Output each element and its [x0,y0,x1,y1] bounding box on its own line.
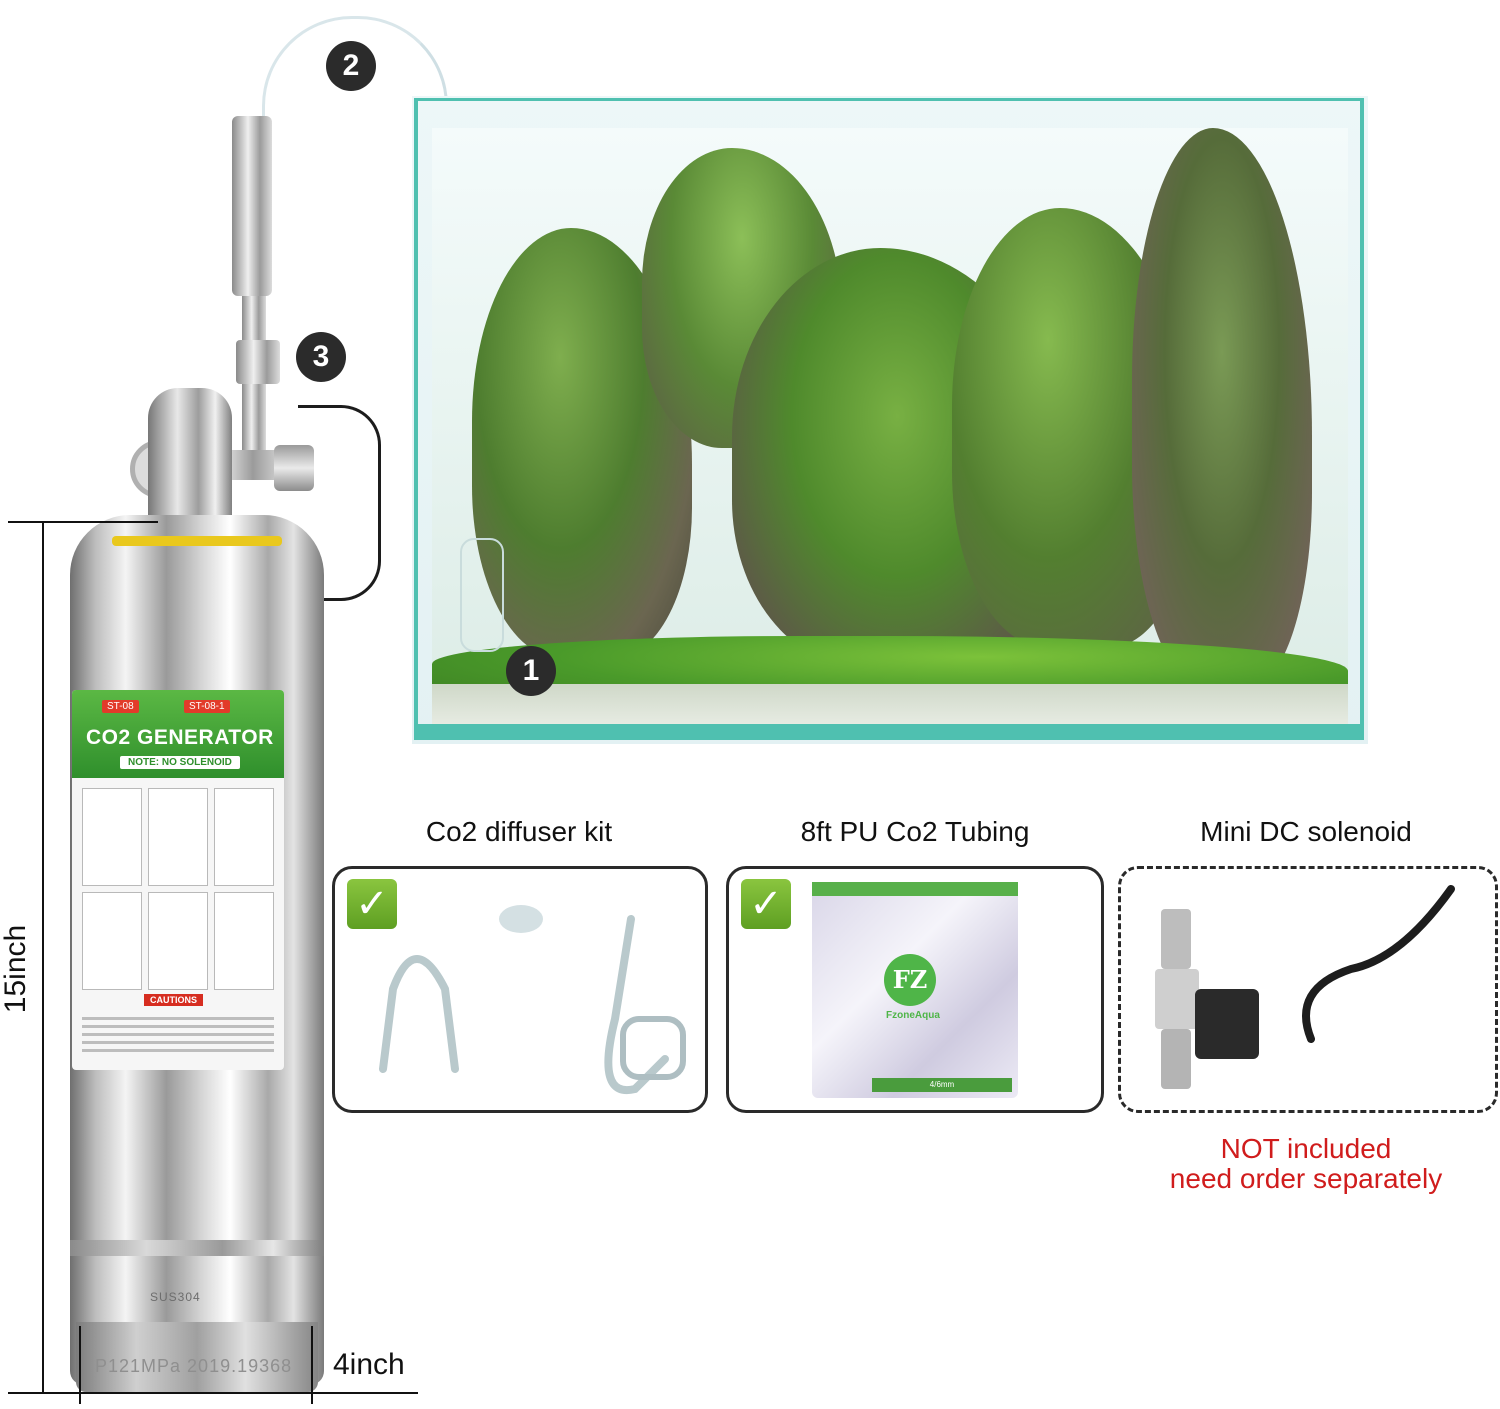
bubble-counter [232,116,272,296]
card-title-pu-tubing: 8ft PU Co2 Tubing [800,816,1030,847]
glass-diffuser [460,538,504,652]
card-title-diffuser-kit: Co2 diffuser kit [425,816,613,847]
diffuser-kit-image [379,905,686,1095]
rock-formation [1132,128,1312,688]
instruction-step [82,892,142,990]
cylinder-base [76,1322,318,1392]
card-title-dc-solenoid: Mini DC solenoid [1200,816,1412,847]
not-included-line: NOT included [1220,1133,1392,1164]
order-separately-line: need order separately [1169,1163,1443,1194]
label-caution: CAUTIONS [144,994,203,1006]
card-diffuser-kit: ✓ [332,866,708,1113]
height-dimension-label: 15inch [0,924,33,1014]
label-header: ST-08 ST-08-1 CO2 GENERATOR NOTE: NO SOL… [72,690,284,778]
label-fine-print [82,1012,274,1057]
cylinder-neck [148,388,232,528]
dimension-width-tick-right [311,1326,313,1404]
solenoid-cable [298,405,381,601]
callout-badge-3: 3 [296,332,346,382]
label-note: NOTE: NO SOLENOID [120,756,240,769]
dimension-vertical-line [42,522,44,1392]
callout-badge-1: 1 [506,646,556,696]
instruction-step [148,892,208,990]
dimension-bottom-line [8,1392,418,1394]
instruction-step [82,788,142,886]
cylinder-stamp: P121MPa 2019.19368 [95,1356,293,1376]
cylinder-label: ST-08 ST-08-1 CO2 GENERATOR NOTE: NO SOL… [72,690,284,1070]
aquarium-frame [414,98,1364,740]
instruction-step [214,892,274,990]
not-included-note: NOT included need order separately [1120,1134,1492,1194]
dimension-width-tick-left [79,1326,81,1404]
label-instruction-grid [82,788,274,990]
adjustment-knob [274,445,314,491]
label-tag-st08: ST-08 [102,700,139,713]
width-dimension-label: 4inch [333,1348,405,1381]
included-check-icon: ✓ [347,879,397,929]
fz-brand-text: FzoneAqua [886,1010,940,1021]
dimension-top-line [8,521,158,523]
solenoid-image [1155,885,1455,1089]
aquarium-water [432,128,1348,724]
aquarium-sand [432,684,1348,724]
cylinder-band [70,1240,324,1256]
included-check-icon: ✓ [741,879,791,929]
bag-bottom-label: 4/6mm [872,1078,1012,1092]
fz-logo: FZ [884,954,936,1006]
instruction-step [148,788,208,886]
label-title: CO2 GENERATOR [86,726,274,749]
cylinder-yellow-ring [112,536,282,546]
card-dc-solenoid [1118,866,1498,1113]
material-mark: SUS304 [150,1290,201,1304]
callout-badge-2: 2 [326,41,376,91]
tubing-bag-zip [812,882,1018,896]
solenoid-block [236,340,280,384]
instruction-step [214,788,274,886]
label-tag-st081: ST-08-1 [184,700,230,713]
